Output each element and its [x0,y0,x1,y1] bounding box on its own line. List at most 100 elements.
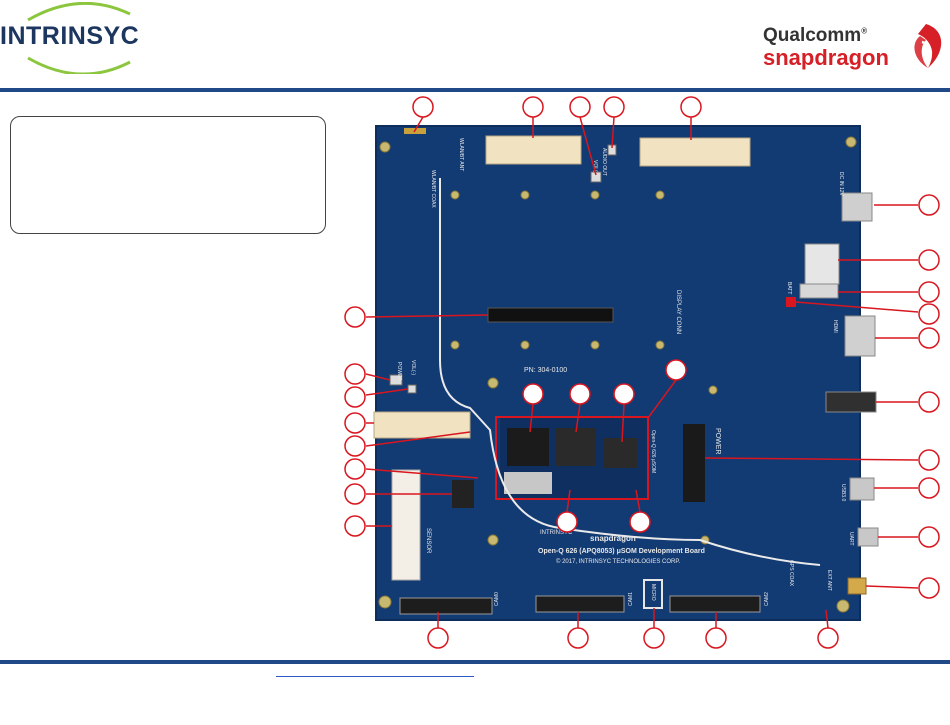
batt-switch [786,297,796,307]
gps-coax-label: GPS COAX [788,560,794,587]
callout-marker [643,627,665,649]
cam0-connector [399,597,493,615]
pcb-board [376,126,860,620]
callout-marker [603,96,625,118]
callout-marker [817,627,839,649]
hdmi-label: HDMI [832,320,838,333]
header-connector-top-left [485,135,582,165]
audio-out-label: AUDIO OUT [601,148,607,176]
intrinsyc-logo-text: INTRINSYC [0,22,140,50]
uart-label: UART [848,532,854,546]
callout-marker [522,96,544,118]
callout-leaders [365,116,919,629]
display-conn-label: DISPLAY CONN [675,290,681,334]
cam1-label: CAM1 [628,592,634,606]
callout-marker [344,515,366,537]
callout-marker [344,363,366,385]
snapdragon-flame-icon [914,24,942,68]
qualcomm-logo-text: Qualcomm® [763,25,868,46]
power-header [683,424,705,502]
callout-marker [918,391,940,413]
callout-marker [344,306,366,328]
usom-label: Open-Q 626 μSOM [650,430,656,473]
intrinsyc-logo: INTRINSYC [0,22,139,51]
vol-minus-button [407,384,417,394]
ext-ant-label: EXT ANT [826,570,832,591]
dip-switch [452,480,474,508]
footer-link-underline [276,676,474,677]
callout-marker [918,449,940,471]
cam0-label: CAM0 [494,592,500,606]
header-connector-top-right [639,137,751,167]
som-chip-2 [556,428,596,466]
callout-marker [629,511,651,533]
callout-markers [344,96,940,649]
callout-marker [918,327,940,349]
callout-marker [918,303,940,325]
callout-marker [665,359,687,381]
board-title-1: Open-Q 626 (APQ8053) μSOM Development Bo… [538,548,705,555]
display-connector [487,307,614,323]
power-label: POWER [714,428,721,454]
callout-marker [569,383,591,405]
usb3-label: USB3.0 [840,484,846,501]
header-divider [0,88,950,92]
hdmi-port [844,315,876,357]
som-highlight-box [495,416,649,500]
callout-marker [918,249,940,271]
usb-port [849,477,875,501]
callout-marker [918,194,940,216]
micro-label: MICRO [650,584,656,601]
som-shield [504,472,552,494]
power-switch [804,243,840,285]
micro-outline [643,579,663,609]
wlan-coax-label: WLAN/BT COAX [430,170,436,208]
cam2-connector [669,595,761,613]
callout-marker [344,412,366,434]
sensor-label: SENSOR [425,528,431,554]
power-button-label: POWER [396,362,402,381]
callout-marker [556,511,578,533]
board-logo-1: INTRINSYC [540,530,573,536]
batt-connector [799,283,839,299]
callout-marker [344,435,366,457]
vol-minus-label: VOL(-) [410,360,416,375]
board-title-2: © 2017, INTRINSYC TECHNOLOGIES CORP. [556,558,681,565]
audio-jack [825,391,877,413]
wlan-ant-label: WLAN/BT ANT [458,138,464,171]
callout-marker [918,477,940,499]
callout-marker [344,483,366,505]
batt-label: BATT [786,282,792,294]
callout-marker [705,627,727,649]
callout-marker [344,458,366,480]
footer-divider [0,660,950,664]
callout-marker [427,627,449,649]
callout-marker [918,281,940,303]
callout-marker [412,96,434,118]
callout-marker [567,627,589,649]
callout-marker [344,386,366,408]
dc-jack [841,192,873,222]
vol-plus-label: VOL(+) [592,160,598,177]
board-diagram: PN: 304-0100 Open-Q 626 (APQ8053) μSOM D… [344,96,940,649]
description-panel [10,116,326,234]
callout-marker [569,96,591,118]
intrinsyc-swoosh-icon [27,2,131,74]
mounting-holes [378,136,857,613]
som-chip-1 [507,428,549,466]
cam1-connector [535,595,625,613]
callout-marker [613,383,635,405]
callout-marker [918,577,940,599]
snapdragon-logo-text: snapdragon [763,45,889,70]
cam2-label: CAM2 [764,592,770,606]
callout-marker [680,96,702,118]
sensor-connector [391,469,421,581]
uart-port [857,527,879,547]
dc-in-label: DC IN 12V [838,172,844,197]
vol-plus-button [590,171,602,183]
callout-marker [918,526,940,548]
ext-antenna-connector [847,577,867,595]
som-chip-3 [603,438,637,468]
board-logo-2: snapdragon [590,534,636,543]
callout-marker [522,383,544,405]
